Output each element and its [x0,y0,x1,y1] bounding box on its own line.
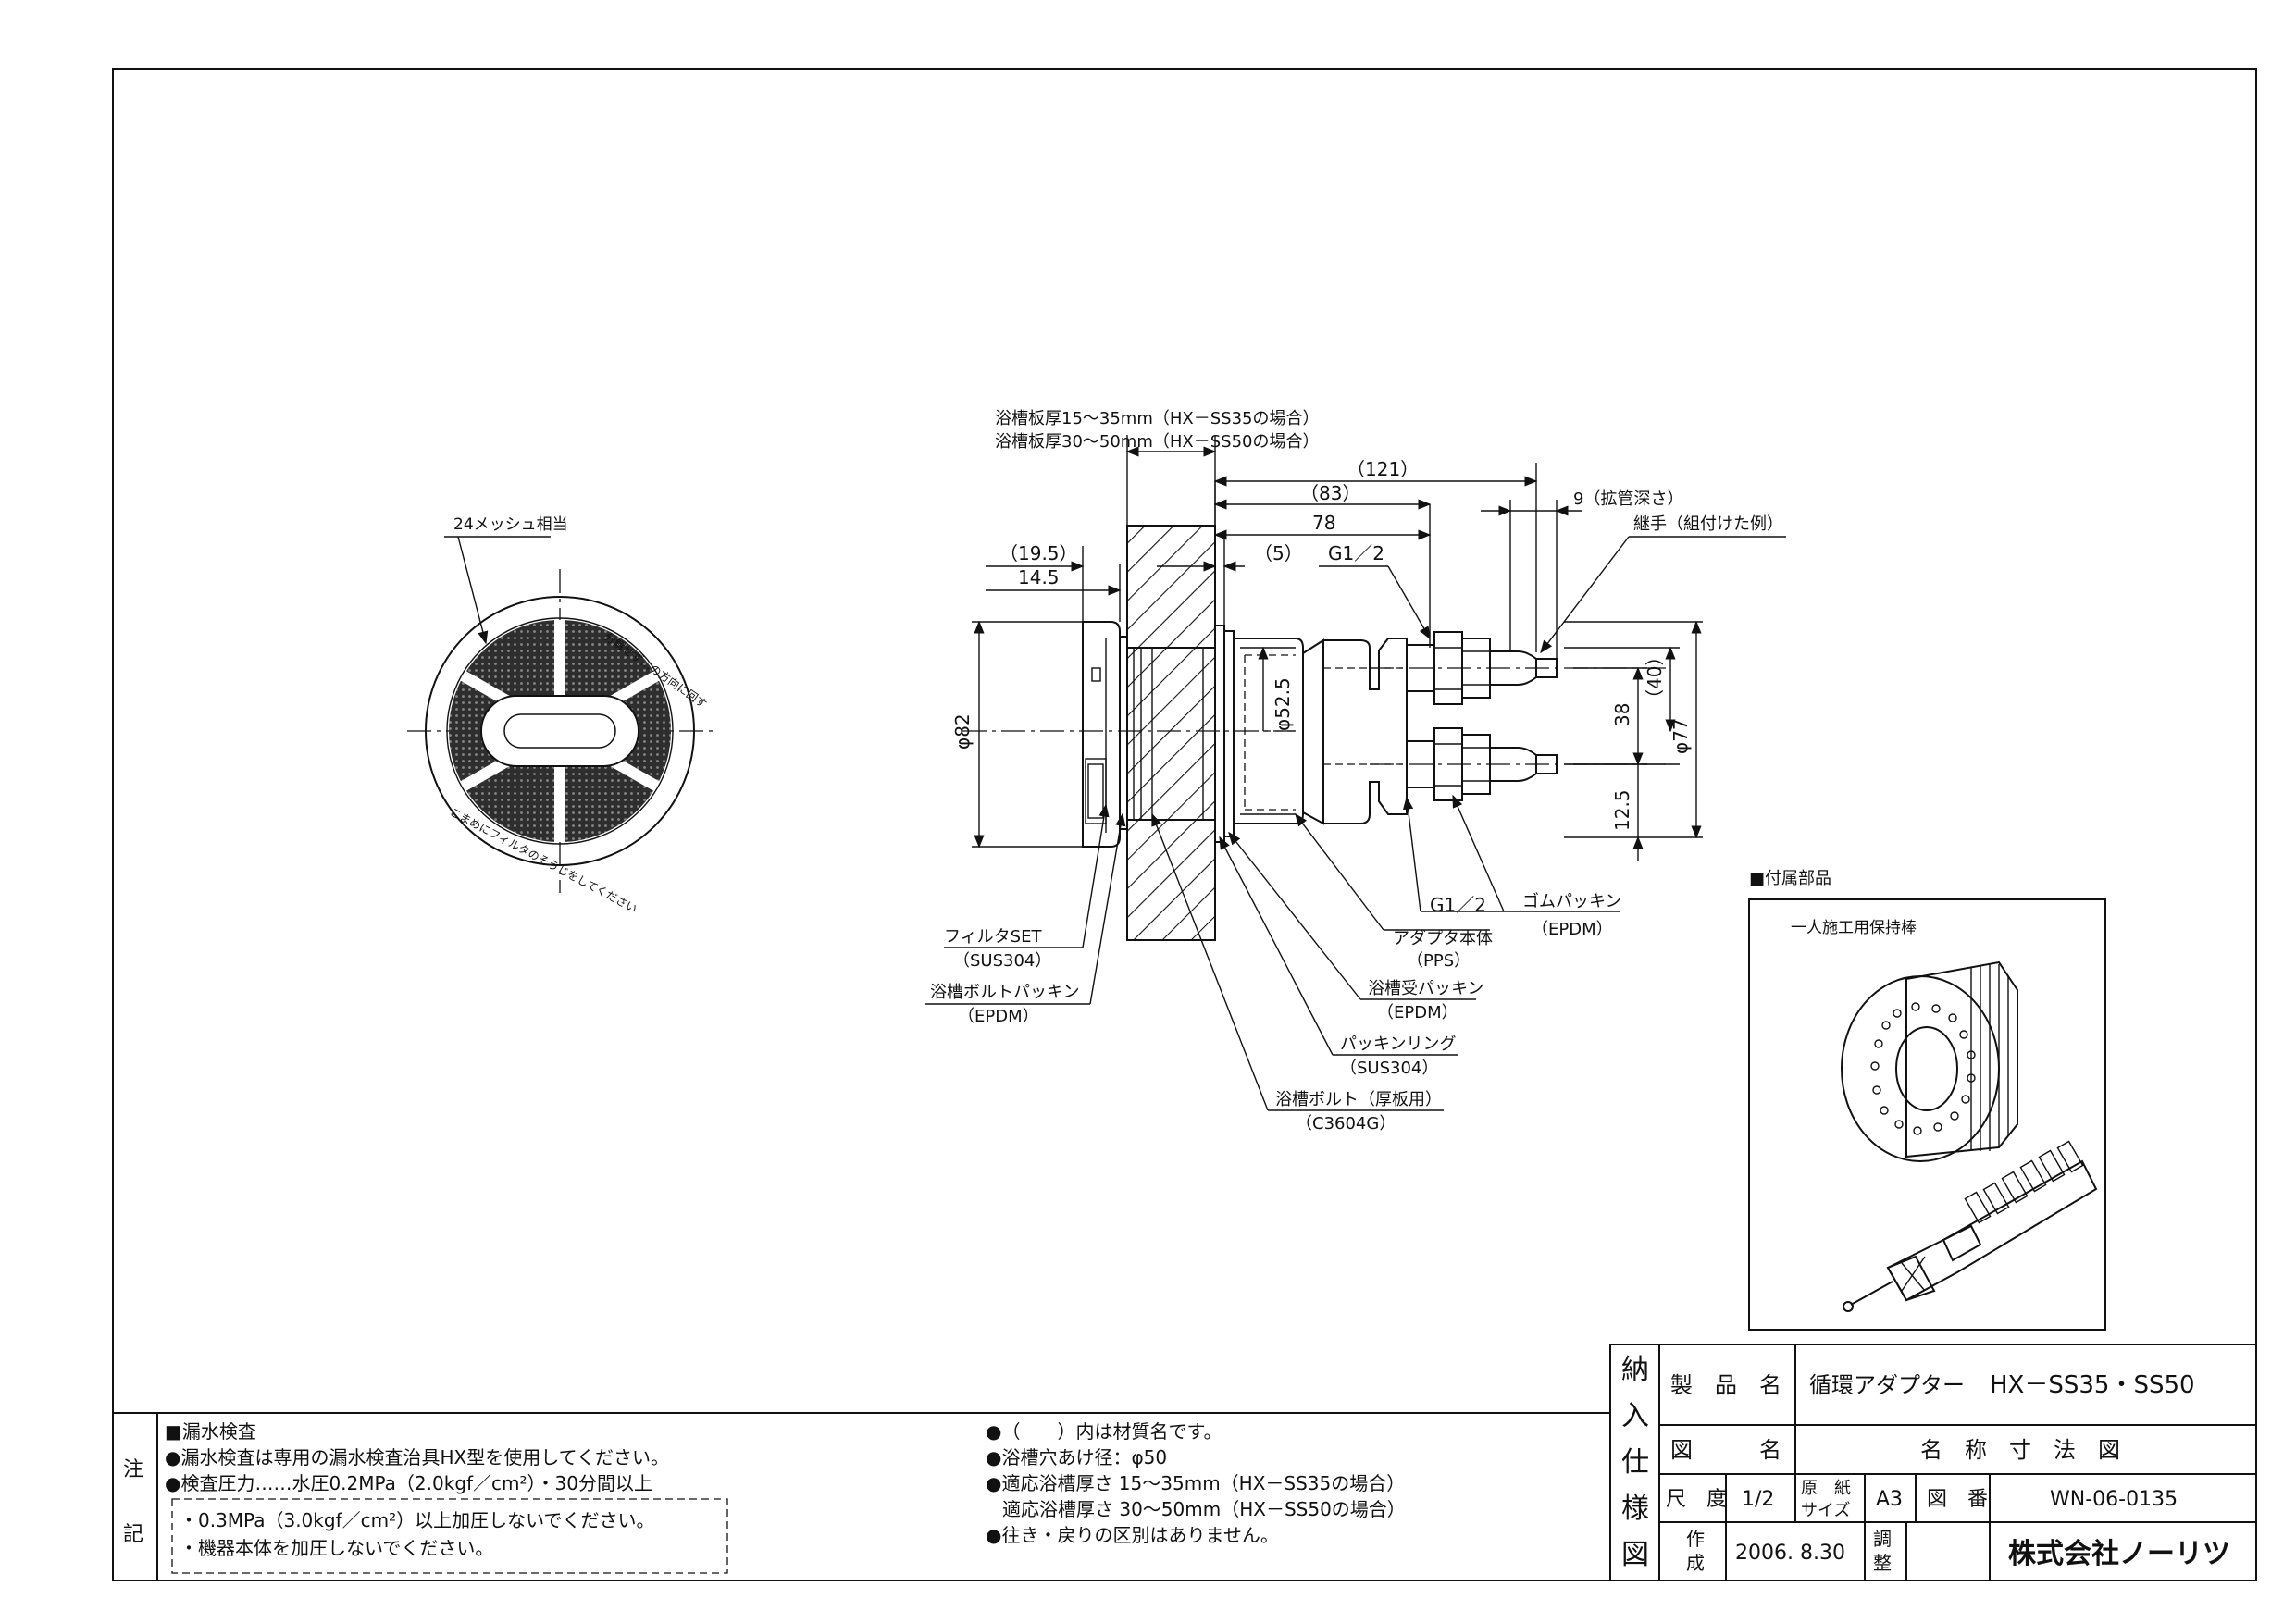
dim-g12-top: G1／2 [1328,542,1384,564]
bolt-packing-material: （EPDM） [958,1007,1039,1026]
vertical-title-3: 仕 [1621,1446,1649,1479]
notes-box: 注 記 ■漏水検査 ●漏水検査は専用の漏水検査治具HX型を使用してください。 ●… [113,1412,1610,1580]
drawing-number-label: 図 番 [1927,1488,1988,1511]
filter-set-material: （SUS304） [953,951,1051,971]
tub-packing-material: （EPDM） [1377,1003,1458,1022]
rubber-packing-material: （EPDM） [1532,920,1613,939]
packing-ring-label: パッキンリング [1340,1035,1456,1054]
leak-test-heading: ■漏水検査 [165,1420,256,1443]
dim-19-5: （19.5） [999,542,1078,564]
dim-9: 9（拡管深さ） [1573,489,1683,509]
product-name: 循環アダプター [1809,1372,1965,1398]
filter-set-label: フィルタSET [944,927,1042,947]
accessories-title: ■付属部品 [1749,869,1831,888]
dim-tub-thickness-ss50: 浴槽板厚30～50mm（HX－SS50の場合） [995,432,1320,452]
notes-label-1: 注 [123,1458,143,1481]
leak-test-line-1: ●漏水検査は専用の漏水検査治具HX型を使用してください。 [165,1446,669,1468]
notes-label-2: 記 [123,1523,143,1546]
filter-front-view: 分解せず…の方向に回す こまめにフィルタのそうじをしてください 24メッシュ相当 [407,515,713,915]
tub-bolt-label: 浴槽ボルト（厚板用） [1275,1090,1442,1109]
scale-value: 1/2 [1742,1488,1774,1511]
dim-phi77: φ77 [1669,718,1692,754]
vertical-title-1: 納 [1621,1354,1649,1386]
paper-size-label-2: サイズ [1801,1501,1850,1520]
sheet-border [112,68,2257,1581]
dim-78: 78 [1312,512,1335,534]
spec-note-4: 適応浴槽厚さ 30～50mm（HX－SS50の場合） [1002,1498,1406,1520]
product-name-label: 製 品 名 [1670,1372,1781,1398]
dim-14-5: 14.5 [1018,566,1060,588]
bolt-packing-label: 浴槽ボルトパッキン [930,983,1079,1002]
adapter-body-material: （PPS） [1407,951,1471,971]
leak-test-line-2: ●検査圧力……水圧0.2MPa（2.0kgf／cm²）・30分間以上 [165,1472,652,1494]
adapter-body-label: アダプタ本体 [1393,929,1493,948]
scale-label: 尺 度 [1666,1488,1727,1511]
check-label-1: 調 [1873,1528,1892,1550]
accessories-item: 一人施工用保持棒 [1791,919,1917,937]
made-date: 2006. 8.30 [1735,1542,1845,1565]
made-label-2: 成 [1686,1552,1705,1574]
drawing-name-label: 図 名 [1670,1437,1781,1463]
vertical-title-5: 図 [1621,1539,1649,1571]
accessories-panel: ■付属部品 一人施工用保持棒 [1748,869,2106,1331]
dim-phi82: φ82 [951,713,974,750]
dim-5: （5） [1254,542,1303,564]
spec-note-5: ●往き・戻りの区別はありません。 [986,1524,1279,1546]
dim-phi52-5: φ52.5 [1272,677,1294,731]
rubber-packing-label: ゴムパッキン [1522,892,1621,911]
dim-83: （83） [1300,482,1360,504]
joint-label: 継手（組付けた例） [1633,514,1783,534]
spec-note-3: ●適応浴槽厚さ 15～35mm（HX－SS35の場合） [986,1472,1405,1494]
drawing-name: 名 称 寸 法 図 [1920,1437,2120,1463]
packing-ring-material: （SUS304） [1340,1059,1438,1078]
made-label-1: 作 [1686,1528,1705,1550]
dim-tub-thickness-ss35: 浴槽板厚15～35mm（HX－SS35の場合） [995,409,1320,428]
vertical-title-4: 様 [1621,1493,1649,1525]
mesh-label: 24メッシュ相当 [453,515,568,534]
spec-note-2: ●浴槽穴あけ径：φ50 [986,1446,1167,1468]
adapter-section-view: 浴槽板厚15～35mm（HX－SS35の場合） 浴槽板厚30～50mm（HX－S… [925,409,1786,1134]
g12-bottom-label: G1／2 [1430,894,1486,916]
company-name: 株式会社ノーリツ [2008,1538,2230,1570]
leak-test-line-4: ・機器本体を加圧しないでください。 [180,1537,493,1559]
holding-bar-illustration [1841,960,2098,1312]
dim-38: 38 [1611,703,1633,726]
paper-size: A3 [1876,1488,1903,1511]
drawing-number: WN-06-0135 [2050,1488,2178,1511]
dim-40: （40） [1644,648,1666,708]
tub-bolt-material: （C3604G） [1296,1114,1396,1134]
tub-packing-label: 浴槽受パッキン [1368,979,1483,998]
vertical-title-2: 入 [1621,1400,1649,1432]
dim-12-5: 12.5 [1611,789,1633,831]
leak-test-line-3: ・0.3MPa（3.0kgf／cm²）以上加圧しないでください。 [180,1509,655,1531]
spec-note-1: ●（ ）内は材質名です。 [986,1420,1222,1443]
title-block: 納 入 仕 様 図 製 品 名 循環アダプター HX－SS35・SS50 図 名… [1609,1344,2257,1581]
product-model: HX－SS35・SS50 [1990,1371,2195,1399]
check-label-2: 整 [1873,1552,1892,1574]
dim-121: （121） [1347,458,1419,480]
paper-size-label-1: 原 紙 [1801,1479,1851,1498]
